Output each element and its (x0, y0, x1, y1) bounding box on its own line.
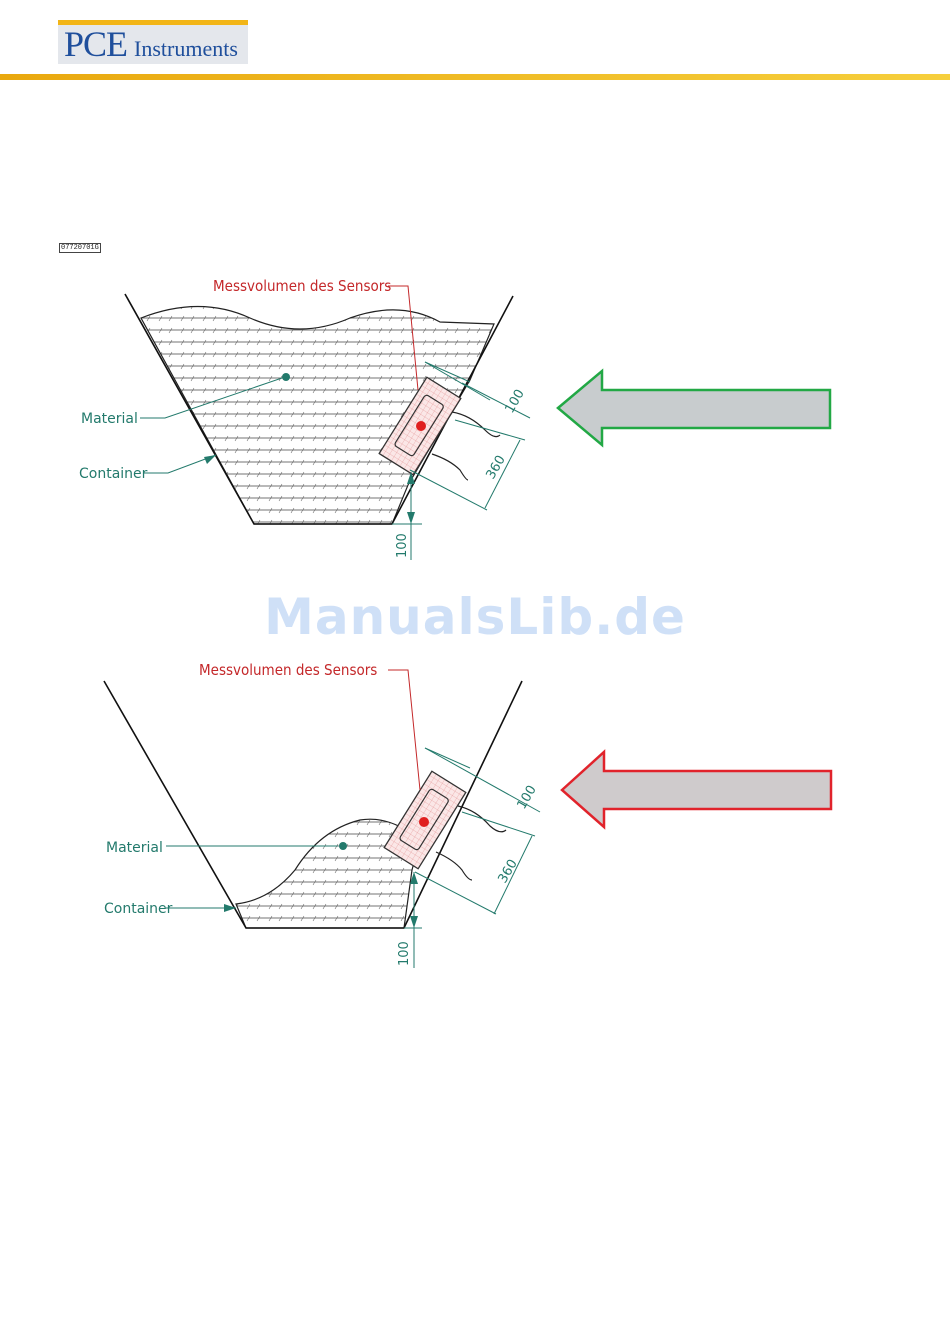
dimension-top: 100 (502, 387, 527, 416)
dimension-bottom: 100 (395, 533, 410, 558)
container-label: Container (79, 466, 148, 482)
dimension-side: 360 (495, 857, 520, 886)
material-label: Material (106, 840, 163, 856)
arrow-correct (558, 371, 830, 445)
sensor-point (419, 817, 429, 827)
arrow-incorrect (562, 752, 831, 827)
material-label: Material (81, 411, 138, 427)
material-point (282, 373, 290, 381)
material-point (339, 842, 347, 850)
diagram-full-container: Messvolumen des Sensors Material Contain… (79, 277, 530, 560)
dimension-side: 360 (483, 453, 508, 482)
dimension-top: 100 (514, 783, 539, 812)
watermark: ManualsLib.de (0, 588, 950, 646)
sensor-volume-label: Messvolumen des Sensors (199, 661, 377, 679)
container-label: Container (104, 901, 173, 917)
sensor-volume-label: Messvolumen des Sensors (213, 277, 391, 295)
sensor-point (416, 421, 426, 431)
dimension-bottom: 100 (397, 941, 412, 966)
diagram-low-container: Messvolumen des Sensors Material Contain… (104, 661, 540, 968)
